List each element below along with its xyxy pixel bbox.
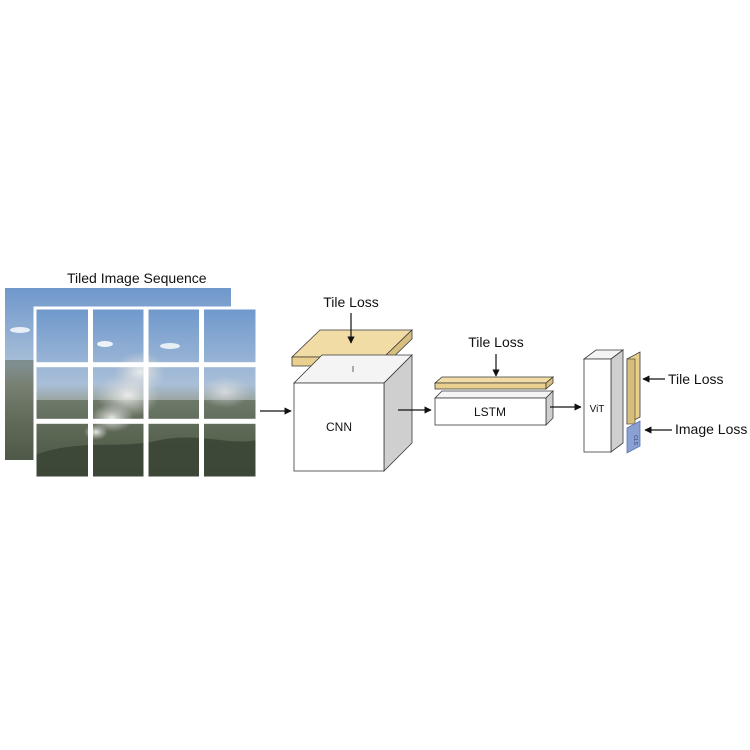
cnn-tile-loss-label: Tile Loss bbox=[323, 294, 379, 310]
lstm-tile-loss-plate bbox=[433, 376, 555, 390]
vit-cls-label: CLS bbox=[632, 435, 638, 445]
tile-grid-lines bbox=[33, 306, 259, 480]
vit-image-loss-label: Image Loss bbox=[675, 421, 747, 437]
lstm-block: LSTM Tile Loss bbox=[433, 334, 555, 426]
tile-grid-row-gap bbox=[35, 362, 257, 368]
tile-grid-col-gap bbox=[88, 308, 93, 478]
lstm-box-top bbox=[434, 390, 554, 399]
lstm-label: LSTM bbox=[474, 405, 506, 419]
cnn-label: CNN bbox=[326, 420, 352, 434]
input-title: Tiled Image Sequence bbox=[67, 270, 207, 286]
vit-box-front bbox=[583, 358, 612, 453]
vit-box-side bbox=[610, 349, 624, 453]
lstm-box-front bbox=[434, 397, 547, 426]
cnn-cube-front bbox=[293, 382, 385, 472]
tiled-image-sequence: Tiled Image Sequence bbox=[5, 270, 259, 480]
tile-grid-row-gap bbox=[35, 418, 257, 424]
vit-tile-loss-plate bbox=[626, 351, 641, 425]
cnn-block: CNN Tile Loss bbox=[291, 294, 413, 472]
tile-grid-border bbox=[33, 306, 259, 480]
tile-grid-col-gap bbox=[143, 308, 149, 478]
tile-grid-col-gap bbox=[199, 308, 204, 478]
vit-block: ViT CLS Tile Loss Image Loss bbox=[582, 349, 747, 454]
vit-cls-token: CLS bbox=[626, 420, 641, 454]
lstm-tile-loss-label: Tile Loss bbox=[468, 334, 524, 350]
image-frame-front bbox=[33, 306, 259, 480]
vit-label: ViT bbox=[590, 404, 605, 415]
vit-tile-loss-label: Tile Loss bbox=[668, 371, 724, 387]
